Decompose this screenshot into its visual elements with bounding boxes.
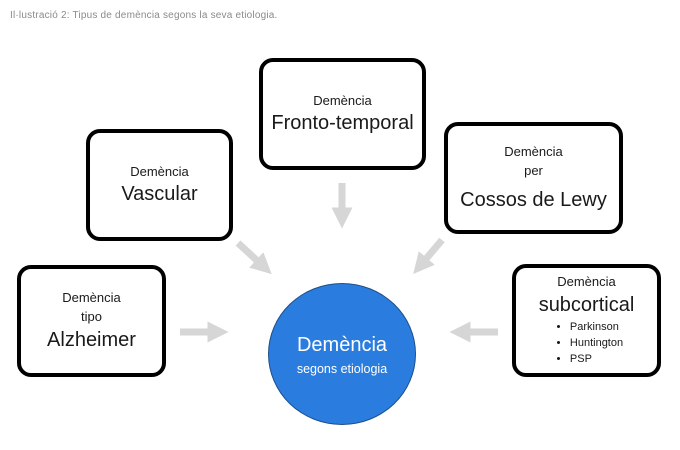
list-item: Huntington [570, 336, 623, 352]
box-vascular-line1: Demència [130, 163, 189, 179]
box-lewy-line2: per [524, 163, 543, 178]
list-item: Parkinson [570, 320, 623, 336]
center-title: Demència [296, 334, 388, 356]
figure-caption: Il·lustració 2: Tipus de demència segons… [10, 10, 278, 21]
box-frontotemporal: Demència Fronto-temporal [259, 58, 426, 170]
arrow-from-vascular [235, 240, 272, 275]
box-alzheimer-main: Alzheimer [47, 328, 136, 351]
box-subcortical: Demència subcortical Parkinson Huntingto… [512, 264, 661, 377]
list-item: PSP [570, 352, 623, 368]
box-lewy-main: Cossos de Lewy [460, 188, 607, 211]
center-subtitle: segons etiologia [296, 362, 388, 376]
box-alzheimer-line2: tipo [81, 309, 102, 324]
box-subcortical-list: Parkinson Huntington PSP [550, 320, 623, 368]
box-lewy: Demència per Cossos de Lewy [444, 122, 623, 234]
box-lewy-line1: Demència [504, 144, 563, 160]
arrow-from-lewy [413, 237, 445, 275]
box-alzheimer: Demència tipo Alzheimer [17, 265, 166, 377]
box-vascular: Demència Vascular [86, 129, 233, 241]
box-subcortical-main: subcortical [538, 294, 635, 317]
center-circle: Demència segons etiologia [268, 283, 416, 425]
box-frontotemporal-line1: Demència [313, 92, 372, 108]
box-frontotemporal-main: Fronto-temporal [271, 112, 414, 135]
box-vascular-main: Vascular [121, 183, 198, 206]
box-alzheimer-line1: Demència [62, 290, 121, 306]
box-subcortical-line1: Demència [557, 274, 616, 290]
